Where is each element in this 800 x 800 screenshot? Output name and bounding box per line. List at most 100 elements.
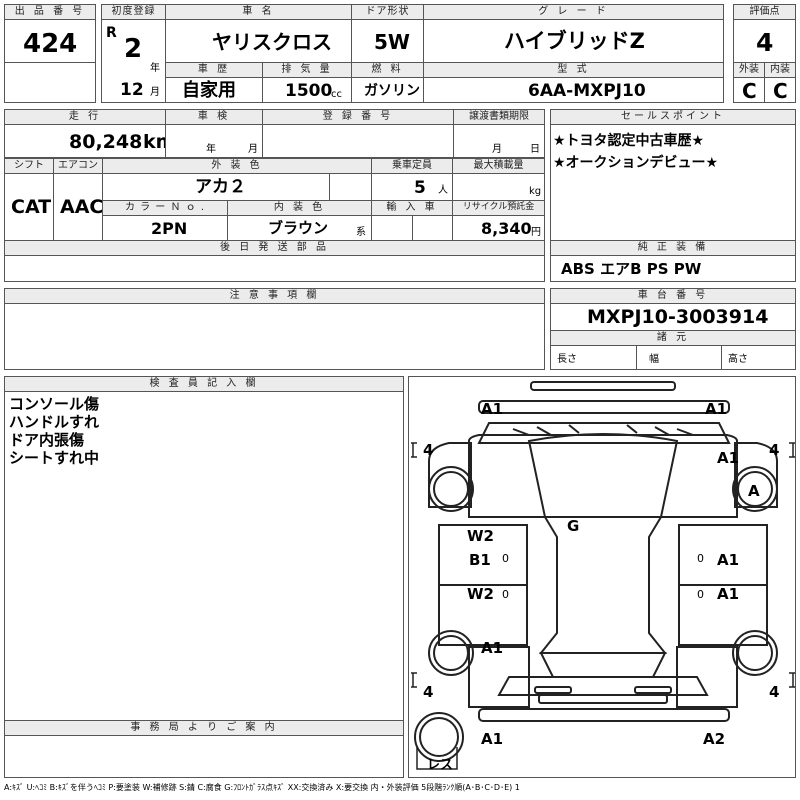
damage-right-fender: A1 — [717, 449, 740, 467]
door-type-label: ドア形状 — [351, 4, 424, 20]
inspector-label: 検 査 員 記 入 欄 — [4, 376, 404, 392]
damage-roof: G — [567, 517, 580, 535]
mileage-cell: 80,248 km — [4, 124, 166, 158]
roof-panel — [538, 516, 668, 654]
damage-right-front-door: A1 — [717, 551, 740, 569]
capacity-label: 乗車定員 — [371, 158, 453, 174]
office-cell — [4, 735, 404, 778]
registration-cell — [262, 124, 454, 158]
exterior-grade-cell: C — [733, 77, 765, 103]
spec-width-cell: 幅 — [636, 345, 722, 370]
displacement-unit: cc — [331, 89, 342, 100]
left-front-fender — [428, 442, 472, 508]
damage-rear-left: A1 — [481, 730, 504, 748]
later-parts-label: 後 日 発 送 部 品 — [4, 240, 545, 256]
right-rear-door — [678, 584, 768, 646]
interior-color: ブラウン — [268, 219, 329, 237]
model-cell: 6AA-MXPJ10 — [423, 77, 724, 103]
mileage-unit: km — [143, 131, 165, 153]
inspector-note-2: ハンドルすれ — [9, 413, 100, 431]
specs-label: 諸 元 — [550, 330, 796, 346]
door-type-cell: 5W — [351, 19, 424, 63]
inspection-cell: 年 月 — [165, 124, 263, 158]
right-front-fender — [734, 442, 778, 508]
mileage: 80,248 — [69, 131, 143, 153]
car-name: ヤリスクロス — [212, 30, 332, 54]
recycle-unit: 円 — [531, 227, 541, 238]
transfer-deadline-cell: 月 日 — [453, 124, 545, 158]
year-unit: 年 — [150, 63, 160, 74]
max-load-label: 最大積載量 — [452, 158, 545, 174]
spare-tire-status: レス — [427, 758, 454, 773]
interior-grade: C — [773, 79, 788, 103]
chassis-label: 車 台 番 号 — [550, 288, 796, 304]
transfer-deadline-label: 譲渡書類期限 — [453, 109, 545, 125]
exterior-grade-label: 外装 — [733, 62, 765, 78]
inspection-month-unit: 月 — [248, 144, 258, 155]
tire-front-right-depth: 4 — [769, 441, 780, 459]
spec-width-label: 幅 — [649, 354, 659, 365]
office-label: 事 務 局 よ り ご 案 内 — [4, 720, 404, 736]
score: 4 — [756, 28, 774, 57]
damage-rear-right: A2 — [703, 730, 726, 748]
grade: ハイブリッドZ — [504, 29, 645, 53]
sales-point-1: ★トヨタ認定中古車歴★ — [553, 133, 705, 149]
first-registration-label: 初度登録 — [101, 4, 166, 20]
reg-year: 2 — [124, 34, 143, 64]
chassis-cell: MXPJ10-3003914 — [550, 303, 796, 331]
door-type: 5W — [374, 30, 410, 54]
exterior-color-cell: アカ２ — [102, 173, 330, 201]
spec-height-cell: 高さ — [721, 345, 796, 370]
inspection-label: 車 検 — [165, 109, 263, 125]
wheel-rl — [428, 630, 474, 676]
inspector-cell: コンソール傷 ハンドルすれ ドア内張傷 シートすれ中 — [4, 391, 404, 721]
interior-color-cell: ブラウン 系 — [227, 215, 372, 241]
tire-rear-right-depth: 4 — [769, 683, 780, 701]
recycle-cell: 8,340 円 — [452, 215, 545, 241]
rear-bumper — [478, 708, 730, 722]
fuel: ガソリン — [364, 83, 420, 99]
grade-cell: ハイブリッドZ — [423, 19, 724, 63]
sales-point-2: ★オークションデビュー★ — [553, 155, 719, 171]
spec-length-label: 長さ — [557, 354, 577, 365]
interior-grade-cell: C — [764, 77, 796, 103]
recycle-label: リサイクル預託金 — [452, 200, 545, 216]
model: 6AA-MXPJ10 — [528, 81, 646, 101]
history: 自家用 — [182, 80, 236, 101]
shift: CAT — [11, 196, 52, 218]
left-rear-quarter — [468, 646, 530, 708]
history-label: 車 歴 — [165, 62, 263, 78]
fuel-label: 燃 料 — [351, 62, 424, 78]
grade-label: グ レ ー ド — [423, 4, 724, 20]
notes-label: 注 意 事 項 欄 — [4, 288, 545, 304]
front-top-bar — [530, 381, 676, 391]
displacement-cell: 1500 cc — [262, 77, 352, 103]
inspection-year-unit: 年 — [206, 144, 216, 155]
inspector-notes: コンソール傷 ハンドルすれ ドア内張傷 シートすれ中 — [9, 395, 99, 467]
recycle-deposit: 8,340 — [481, 219, 532, 238]
color-no: 2PN — [151, 219, 188, 238]
spare-tire — [414, 712, 464, 762]
import-cell-a — [371, 215, 413, 241]
damage-diagram: A1 A1 A1 A G W2 B1 A1 W2 A1 A1 A1 A2 0 0… — [408, 376, 796, 778]
windshield — [527, 433, 679, 518]
inspector-note-3: ドア内張傷 — [9, 431, 85, 449]
car-name-cell: ヤリスクロス — [165, 19, 352, 63]
zero-mark-1: 0 — [502, 552, 509, 565]
spec-length-cell: 長さ — [550, 345, 637, 370]
front-hood-outline — [477, 422, 731, 444]
score-label: 評価点 — [733, 4, 796, 20]
displacement: 1500 — [285, 81, 333, 101]
import-label: 輸 入 車 — [371, 200, 453, 216]
equipment-label: 純 正 装 備 — [550, 240, 796, 256]
sales-points-cell: ★トヨタ認定中古車歴★ ★オークションデビュー★ — [550, 124, 796, 245]
zero-mark-2: 0 — [502, 588, 509, 601]
later-parts-cell — [4, 255, 545, 282]
car-outline-svg — [411, 381, 795, 770]
inspector-note-4: シートすれ中 — [9, 449, 100, 467]
lot-blank-cell — [4, 62, 96, 103]
interior-color-unit: 系 — [356, 227, 366, 238]
history-cell: 自家用 — [165, 77, 263, 103]
color-no-cell: 2PN — [102, 215, 228, 241]
interior-grade-label: 内装 — [764, 62, 796, 78]
